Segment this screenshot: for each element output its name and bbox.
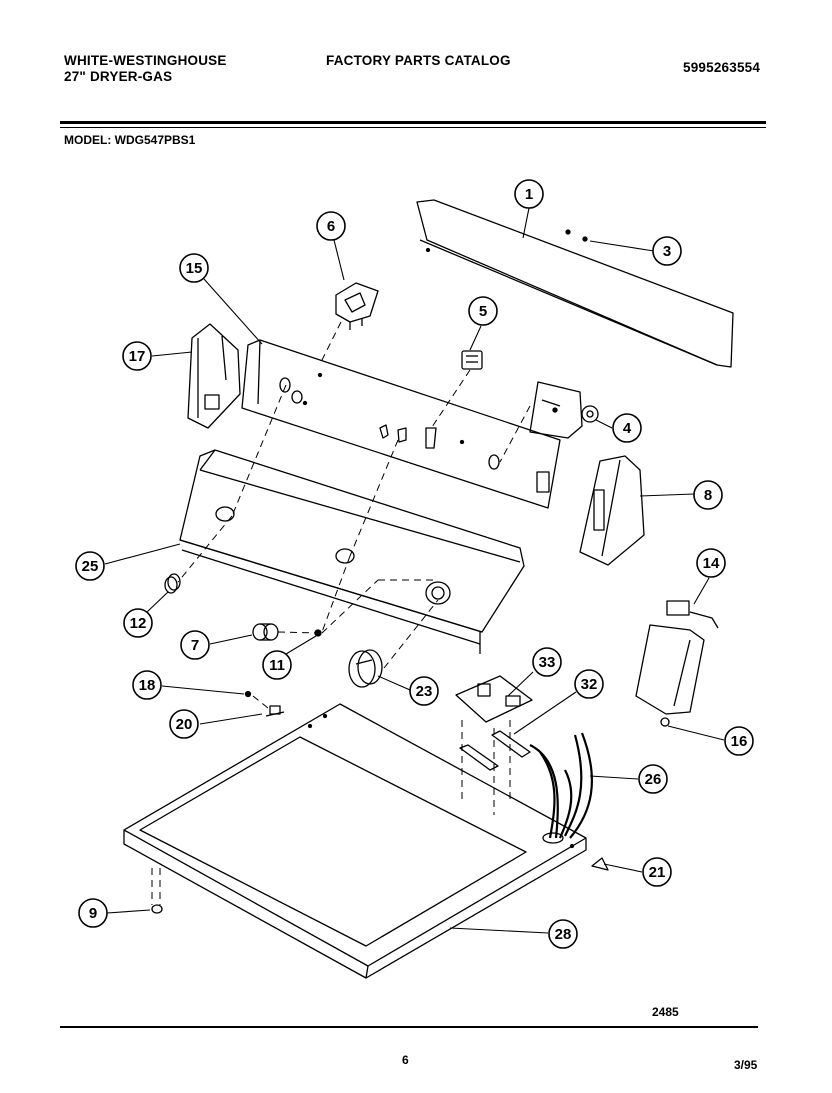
catalog-number: 5995263554 — [683, 60, 761, 75]
callout-12: 12 — [123, 608, 153, 638]
callout-3: 3 — [652, 236, 682, 266]
brand-name: WHITE-WESTINGHOUSE — [64, 53, 227, 68]
callout-23: 23 — [409, 676, 439, 706]
part-bracket — [635, 600, 719, 715]
assembly-lines — [151, 321, 531, 905]
svg-text:4: 4 — [623, 420, 632, 437]
part-control-board — [455, 675, 533, 723]
callout-28: 28 — [548, 919, 578, 949]
footer-rule — [60, 1026, 758, 1028]
callout-18: 18 — [132, 670, 162, 700]
header-rule-thick — [60, 121, 766, 124]
callout-1: 1 — [514, 179, 544, 209]
part-grommet — [542, 832, 564, 844]
callout-15: 15 — [179, 253, 209, 283]
header-rule-thin — [60, 127, 766, 128]
svg-text:9: 9 — [89, 905, 97, 922]
callout-8: 8 — [693, 480, 723, 510]
part-hinge-pin — [265, 705, 285, 717]
part-foot — [151, 904, 163, 914]
callout-16: 16 — [724, 726, 754, 756]
svg-text:26: 26 — [645, 771, 662, 788]
svg-text:15: 15 — [186, 260, 203, 277]
svg-text:21: 21 — [649, 864, 666, 881]
part-left-end-cap — [187, 323, 241, 429]
svg-text:25: 25 — [82, 558, 99, 575]
part-console-front — [179, 449, 525, 654]
product-type: 27" DRYER-GAS — [64, 69, 173, 84]
svg-text:33: 33 — [539, 654, 556, 671]
svg-text:20: 20 — [176, 716, 193, 733]
part-top-panel — [123, 703, 587, 979]
svg-text:23: 23 — [416, 683, 433, 700]
callout-14: 14 — [696, 548, 726, 578]
part-clip — [660, 717, 670, 727]
svg-text:28: 28 — [555, 926, 572, 943]
callout-6: 6 — [316, 211, 346, 241]
svg-text:1: 1 — [525, 186, 533, 203]
svg-text:7: 7 — [191, 637, 199, 654]
callout-9: 9 — [78, 898, 108, 928]
callout-5: 5 — [468, 296, 498, 326]
leader-lines — [104, 207, 725, 934]
part-switch — [335, 282, 379, 330]
drawing-number: 2485 — [652, 1005, 679, 1019]
svg-text:8: 8 — [704, 487, 712, 504]
part-knob — [164, 573, 181, 594]
part-push-button — [252, 623, 279, 641]
svg-text:5: 5 — [479, 303, 487, 320]
part-harness — [459, 730, 531, 771]
catalog-title: FACTORY PARTS CATALOG — [326, 53, 511, 68]
callout-4: 4 — [612, 413, 642, 443]
callout-32: 32 — [574, 669, 604, 699]
svg-text:12: 12 — [130, 615, 147, 632]
svg-text:16: 16 — [731, 733, 748, 750]
callout-17: 17 — [122, 341, 152, 371]
callout-33: 33 — [532, 647, 562, 677]
callout-25: 25 — [75, 551, 105, 581]
callout-26: 26 — [638, 764, 668, 794]
svg-text:32: 32 — [581, 676, 598, 693]
page-number: 6 — [402, 1053, 409, 1067]
callout-11: 11 — [262, 650, 292, 680]
part-rear-panel — [416, 199, 734, 368]
svg-text:18: 18 — [139, 677, 156, 694]
svg-text:6: 6 — [327, 218, 335, 235]
part-screw — [244, 690, 252, 698]
svg-text:3: 3 — [663, 243, 671, 260]
svg-text:11: 11 — [269, 657, 285, 674]
part-small-switch — [461, 350, 483, 370]
callout-21: 21 — [642, 857, 672, 887]
svg-text:17: 17 — [129, 348, 146, 365]
callout-7: 7 — [180, 630, 210, 660]
revision-date: 3/95 — [734, 1058, 758, 1072]
part-timer-knob — [348, 649, 383, 688]
svg-text:14: 14 — [703, 555, 720, 572]
model-line: MODEL: WDG547PBS1 — [64, 133, 196, 147]
part-timer — [529, 381, 599, 439]
part-wires — [529, 732, 593, 839]
part-console-panel — [241, 339, 561, 509]
callout-20: 20 — [169, 709, 199, 739]
part-right-end-cap — [579, 455, 645, 566]
